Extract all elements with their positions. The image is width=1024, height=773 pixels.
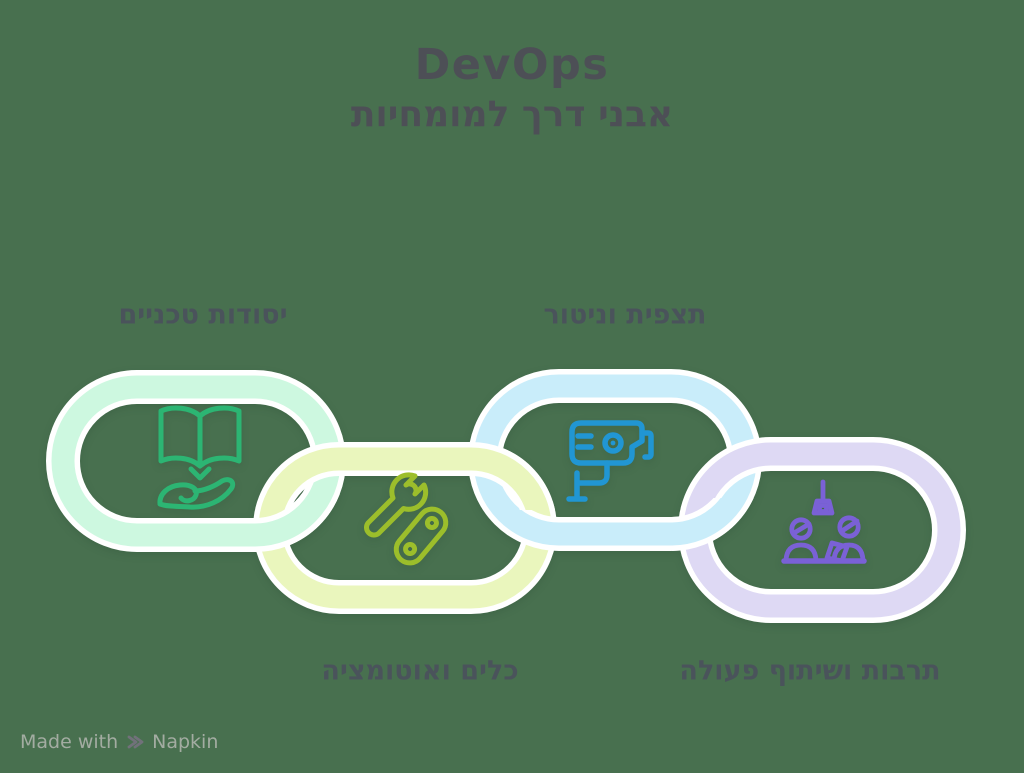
diagram-title: DevOps bbox=[414, 40, 610, 90]
made-with-text: Made with bbox=[20, 731, 119, 753]
wrench-and-link-icon bbox=[364, 472, 449, 566]
made-with-napkin-watermark: Made with Napkin bbox=[20, 731, 218, 753]
diagram-subtitle: אבני דרך למומחיות bbox=[350, 94, 674, 135]
chain-link-culture-collaboration bbox=[695, 454, 949, 606]
cctv-camera-icon bbox=[566, 420, 654, 502]
people-collaboration-icon bbox=[781, 479, 867, 564]
book-on-hand-icon bbox=[157, 405, 242, 510]
label-observation-monitoring: תצפית וניטור bbox=[543, 299, 707, 331]
label-culture-collaboration: תרבות ושיתוף פעולה bbox=[679, 655, 941, 687]
napkin-logo-icon bbox=[127, 735, 144, 749]
label-tools-automation: כלים ואוטומציה bbox=[321, 655, 519, 687]
napkin-brand-text: Napkin bbox=[152, 731, 219, 753]
label-technical-foundations: יסודות טכניים bbox=[118, 299, 288, 331]
